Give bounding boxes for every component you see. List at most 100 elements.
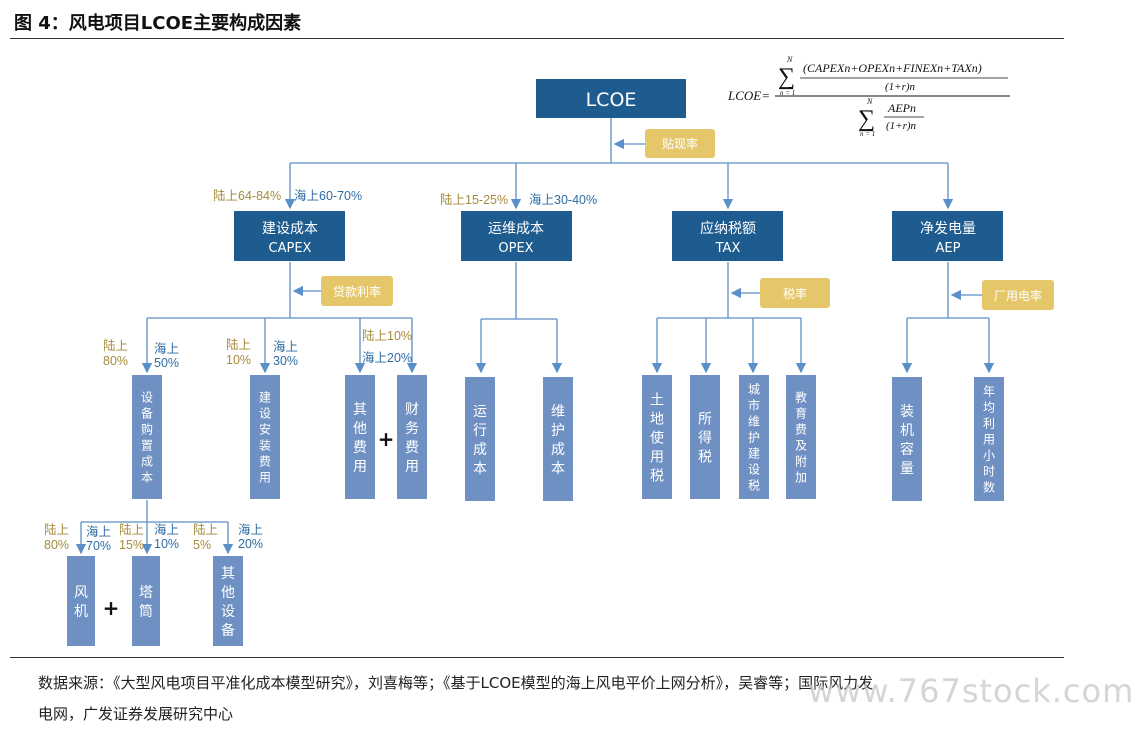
tax-rate-label: 税率 — [783, 286, 807, 301]
income-tax-char: 所 — [698, 411, 712, 427]
other-equipment-char: 其 — [221, 566, 235, 582]
equipment-cost-char: 成 — [141, 455, 153, 469]
other-fee-char: 用 — [353, 459, 367, 475]
install-cost-char: 安 — [259, 422, 271, 437]
tower-land-val: 15% — [119, 538, 144, 552]
watermark: www.767stock.com — [808, 672, 1135, 710]
formula-sum2-bottom: n = 1 — [860, 130, 875, 138]
equipment-cost-char: 本 — [141, 471, 153, 485]
equipment-cost-char: 置 — [141, 439, 153, 453]
urban-construction-tax-char: 城 — [748, 383, 760, 397]
tax-box: 应纳税额 TAX — [672, 211, 783, 261]
lcoe-formula: LCOE= N ∑ n = 1 (CAPEXn+OPEXn+FINEXn+TAX… — [727, 55, 1010, 138]
finance-fee-char: 务 — [405, 421, 419, 437]
other-fee-char: 费 — [353, 440, 367, 456]
urban-construction-tax-char: 建 — [748, 447, 760, 461]
equipment-cost-char: 购 — [141, 422, 153, 437]
equip-land-val: 80% — [103, 354, 128, 368]
install-cost-char: 建 — [259, 391, 271, 405]
loan-rate-label: 贷款利率 — [333, 284, 381, 299]
annual-hours-char: 小 — [983, 449, 995, 463]
install-cost-char: 设 — [259, 407, 271, 421]
urban-construction-tax-char: 税 — [748, 479, 760, 493]
annual-hours-char: 年 — [983, 385, 995, 399]
education-surcharge-char: 教 — [795, 390, 807, 405]
education-surcharge-char: 育 — [795, 406, 807, 421]
land-use-tax-char: 税 — [650, 468, 664, 484]
education-surcharge-char: 及 — [795, 439, 807, 453]
other-equip-sea-label: 海上 — [238, 522, 263, 537]
fan-land-label: 陆上 — [44, 522, 69, 537]
annual-hours-char: 数 — [983, 480, 995, 495]
capex-cn: 建设成本 — [262, 221, 318, 237]
formula-numerator-div: (1+r)n — [885, 81, 916, 93]
other-equip-sea-val: 20% — [238, 537, 263, 551]
other-fee-char: 他 — [353, 421, 367, 437]
formula-sum-top: N — [786, 55, 793, 64]
tax-en: TAX — [715, 241, 741, 256]
formula-denominator-expr: AEPn — [887, 101, 916, 115]
other-equip-land-label: 陆上 — [193, 522, 218, 537]
installed-capacity-char: 装 — [900, 404, 914, 420]
opex-box: 运维成本 OPEX — [461, 211, 572, 261]
other-fee-char: 其 — [353, 402, 367, 418]
tower-sea-val: 10% — [154, 537, 179, 551]
tower-land-label: 陆上 — [119, 522, 144, 537]
annual-hours-char: 用 — [983, 433, 995, 447]
education-surcharge-char: 加 — [795, 471, 807, 485]
source-note: 数据来源：《大型风电项目平准化成本模型研究》，刘喜梅等；《基于LCOE模型的海上… — [38, 668, 1068, 730]
maintenance-cost-char: 本 — [551, 461, 565, 477]
source-line-2: 电网，广发证券发展研究中心 — [38, 705, 234, 723]
formula-numerator-expr: (CAPEXn+OPEXn+FINEXn+TAXn) — [803, 61, 982, 75]
level2-boxes: 设备购置成本建设安装费用其他费用财务费用运行成本维护成本土地使用税所得税城市维护… — [67, 375, 1004, 646]
equip-sea-val: 50% — [154, 356, 179, 370]
capex-land-pct: 陆上64-84% — [213, 188, 281, 203]
other-equipment-char: 他 — [221, 585, 235, 601]
operation-cost-char: 成 — [473, 442, 487, 458]
other-equipment-char: 设 — [221, 604, 235, 620]
operation-cost-char: 本 — [473, 461, 487, 477]
installed-capacity-char: 机 — [900, 423, 914, 439]
capex-en: CAPEX — [269, 241, 312, 256]
install-cost-char: 费 — [259, 455, 271, 469]
install-cost-char: 用 — [259, 471, 271, 485]
installed-capacity-char: 容 — [900, 441, 914, 458]
finance-fee-char: 财 — [405, 402, 419, 418]
equip-sea-label: 海上 — [154, 341, 179, 356]
land-use-tax-char: 土 — [650, 392, 664, 408]
formula-lhs: LCOE= — [727, 88, 770, 103]
fan-land-val: 80% — [44, 538, 69, 552]
annual-hours-char: 利 — [983, 417, 995, 431]
land-use-tax-char: 使 — [650, 429, 664, 446]
tower-char: 筒 — [139, 603, 153, 620]
equip-land-label: 陆上 — [103, 338, 128, 353]
equipment-cost-char: 备 — [141, 407, 153, 421]
urban-construction-tax-char: 护 — [748, 431, 760, 445]
other-equipment-char: 备 — [221, 622, 235, 639]
installed-capacity-char: 量 — [900, 461, 914, 477]
tower-sea-label: 海上 — [154, 522, 179, 537]
equipment-cost-char: 设 — [141, 391, 153, 405]
sum-symbol-2: ∑ — [858, 106, 875, 132]
annual-hours-char: 均 — [983, 401, 995, 415]
install-cost-char: 装 — [259, 439, 271, 453]
plant-power-label: 厂用电率 — [994, 288, 1042, 303]
install-land-val: 10% — [226, 353, 251, 367]
connectors — [75, 118, 995, 555]
discount-rate-label: 贴现率 — [662, 136, 698, 151]
aep-en: AEP — [936, 241, 961, 256]
fan-sea-label: 海上 — [86, 524, 111, 539]
fan-char: 风 — [74, 585, 88, 601]
opex-cn: 运维成本 — [488, 221, 544, 237]
capex-box: 建设成本 CAPEX — [234, 211, 345, 261]
formula-denominator-div: (1+r)n — [886, 120, 917, 132]
tower-box: 塔筒 — [132, 556, 160, 646]
formula-sum-bottom: n = 1 — [780, 89, 795, 97]
urban-construction-tax-char: 维 — [748, 415, 760, 429]
land-use-tax-char: 地 — [650, 411, 664, 427]
